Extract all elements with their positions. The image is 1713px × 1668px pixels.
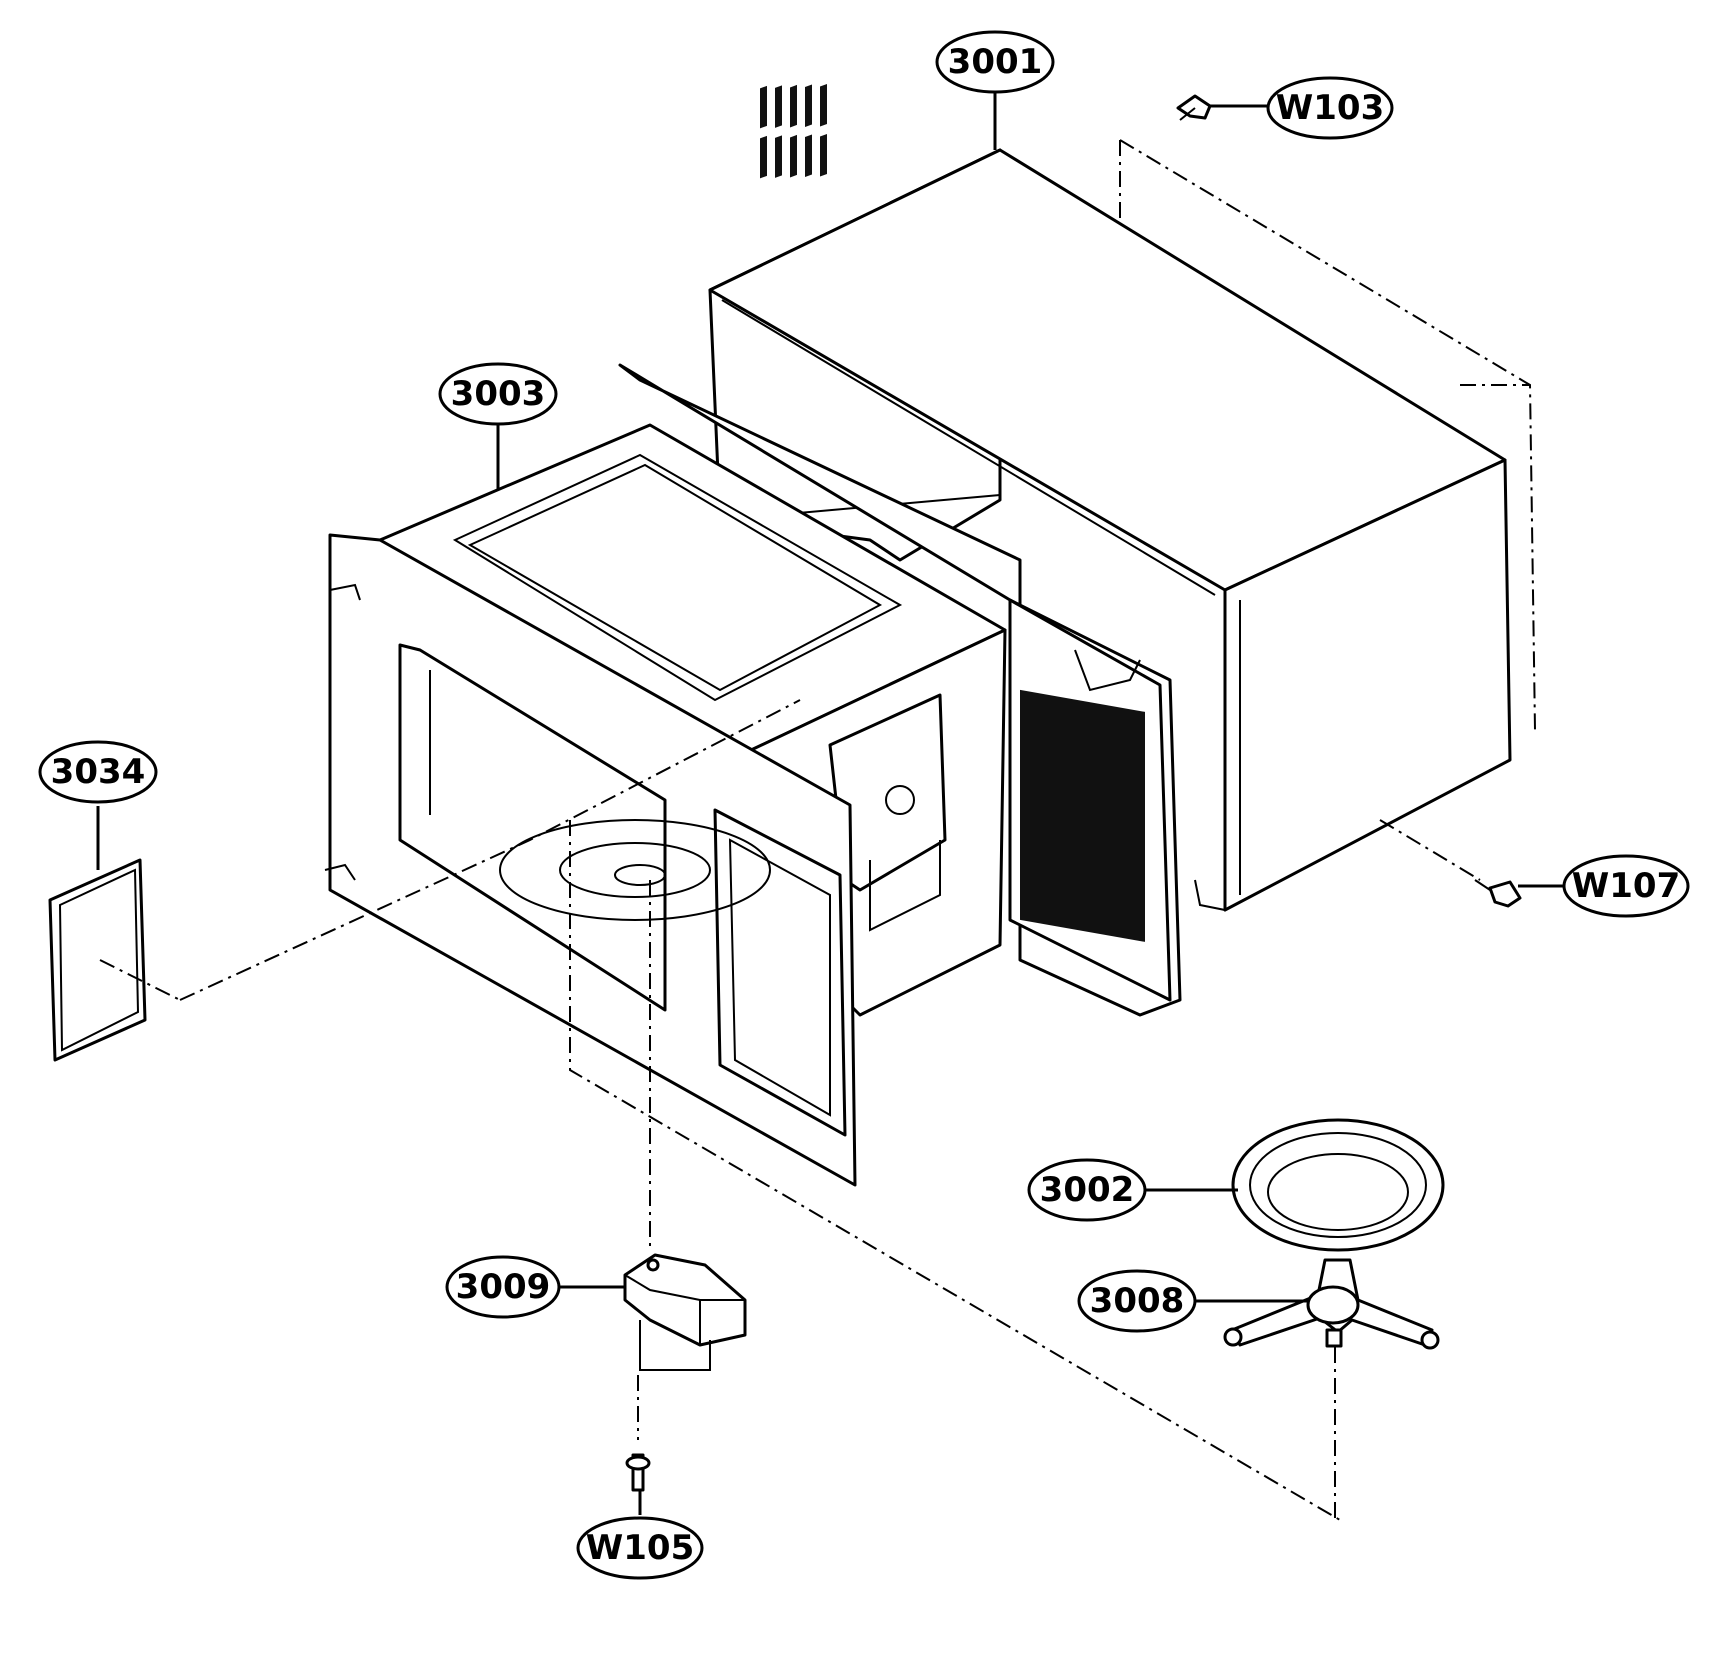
callout-w107: W107 — [1562, 854, 1690, 918]
screw-w105 — [625, 1375, 651, 1492]
roller-support — [1223, 1258, 1440, 1350]
callout-w105: W105 — [576, 1516, 704, 1580]
screw-w107 — [1474, 879, 1522, 908]
callout-3009-label: 3009 — [456, 1267, 551, 1307]
callout-w107-label: W107 — [1572, 866, 1680, 906]
callout-3008: 3008 — [1077, 1269, 1197, 1333]
callout-3002: 3002 — [1027, 1158, 1147, 1222]
callout-w103: W103 — [1266, 76, 1394, 140]
callout-w103-label: W103 — [1276, 88, 1384, 128]
oven-cavity — [179, 423, 1481, 1521]
waveguide-cover — [48, 858, 181, 1062]
cavity-floor-rings — [499, 819, 771, 921]
callout-3001-label: 3001 — [948, 42, 1043, 82]
leader-lines — [96, 92, 1568, 1515]
callout-3008-label: 3008 — [1090, 1281, 1185, 1321]
screw-w103 — [1176, 94, 1212, 121]
glass-tray — [1231, 1118, 1445, 1252]
cabinet-vent-slots — [760, 83, 827, 179]
turntable-motor — [623, 1253, 747, 1371]
callout-3034-label: 3034 — [51, 752, 146, 792]
callout-3003-label: 3003 — [451, 374, 546, 414]
back-plate — [618, 363, 1182, 1017]
callout-3034: 3034 — [38, 740, 158, 804]
callout-3003: 3003 — [438, 362, 558, 426]
callout-3002-label: 3002 — [1040, 1170, 1135, 1210]
callout-3001: 3001 — [935, 30, 1055, 94]
callout-w105-label: W105 — [586, 1528, 694, 1568]
callout-3009: 3009 — [445, 1255, 561, 1319]
